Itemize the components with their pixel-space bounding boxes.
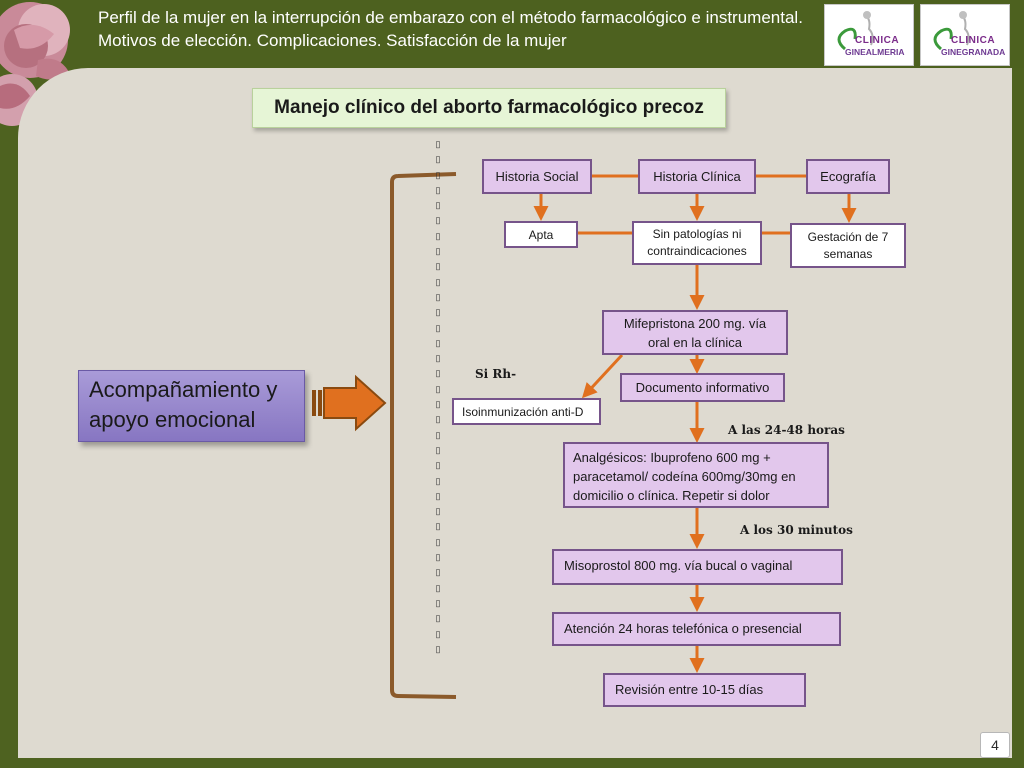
revision-box: Revisión entre 10-15 días [603, 673, 806, 707]
logo-ginealmeria: CLINICA GINEALMERIA [824, 4, 914, 66]
historia-social-box: Historia Social [482, 159, 592, 194]
logo-line1: CLINICA [855, 35, 900, 46]
documento-box: Documento informativo [620, 373, 785, 402]
logo-line1: CLINICA [951, 35, 996, 46]
isoinmunizacion-box: Isoinmunización anti-D [452, 398, 601, 425]
mifepristona-box: Mifepristona 200 mg. vía oral en la clín… [602, 310, 788, 355]
logo-ginegranada: CLINICA GINEGRANADA [920, 4, 1010, 66]
header-title: Perfil de la mujer en la interrupción de… [98, 8, 803, 50]
logo-line2: GINEGRANADA [941, 47, 1006, 57]
si-rh-note: Si Rh- [475, 367, 517, 381]
a-los-note: A los 30 minutos [740, 523, 853, 537]
acompanamiento-box: Acompañamiento y apoyo emocional [78, 370, 305, 442]
logo-emblem-icon [933, 11, 970, 51]
historia-clinica-box: Historia Clínica [638, 159, 756, 194]
logo-line2: GINEALMERIA [845, 47, 905, 57]
bracket-line [390, 172, 457, 699]
page-number: 4 [980, 732, 1010, 758]
glyph-column: ▯▯▯▯▯▯▯ ▯▯▯▯▯▯▯ ▯▯▯▯▯▯▯ ▯▯▯▯▯▯▯ ▯▯▯▯▯▯ [435, 139, 441, 654]
misoprostol-box: Misoprostol 800 mg. vía bucal o vaginal [552, 549, 843, 585]
ecografia-box: Ecografía [806, 159, 890, 194]
logo-emblem-icon [837, 11, 874, 51]
sin-patologias-box: Sin patologías ni contraindicaciones [632, 221, 762, 265]
analgesicos-box: Analgésicos: Ibuprofeno 600 mg + paracet… [563, 442, 829, 508]
arrow-mife-iso [581, 353, 624, 399]
slide-title: Manejo clínico del aborto farmacológico … [252, 88, 726, 128]
a-las-note: A las 24-48 horas [728, 423, 845, 437]
big-right-arrow-icon [312, 374, 387, 432]
gestacion-box: Gestación de 7 semanas [790, 223, 906, 268]
apta-box: Apta [504, 221, 578, 248]
atencion-box: Atención 24 horas telefónica o presencia… [552, 612, 841, 646]
